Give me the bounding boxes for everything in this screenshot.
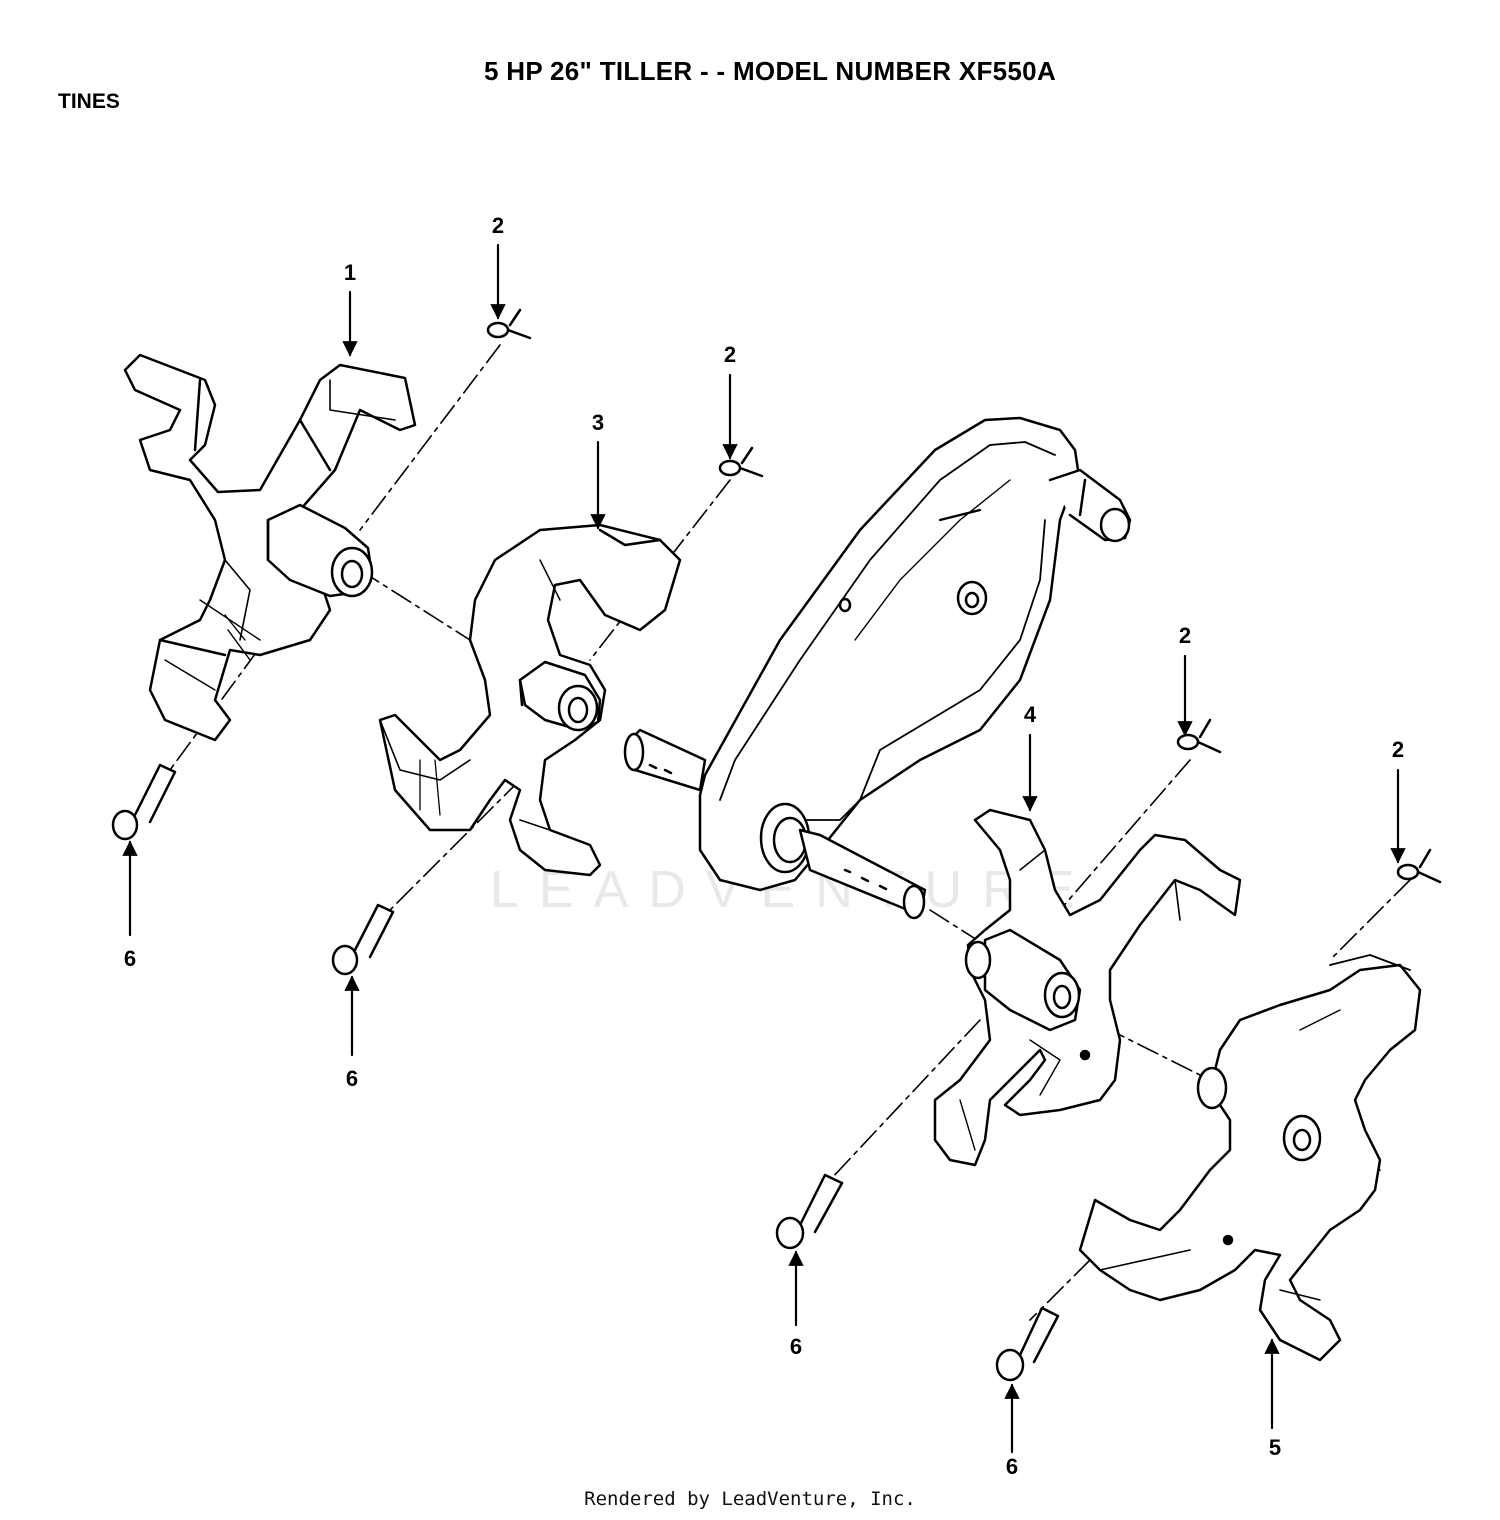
callout-3: 3 — [592, 410, 604, 435]
callout-2-c: 2 — [1179, 623, 1191, 648]
hairpin-clip-4 — [1396, 848, 1442, 884]
callout-6-b: 6 — [346, 1066, 358, 1091]
callout-5: 5 — [1269, 1435, 1281, 1460]
section-label: TINES — [58, 90, 120, 113]
footer-credit: Rendered by LeadVenture, Inc. — [584, 1488, 916, 1510]
page-title: 5 HP 26" TILLER - - MODEL NUMBER XF550A — [483, 56, 1057, 86]
tine-part-5 — [1078, 954, 1422, 1362]
clevis-pin-2 — [331, 903, 395, 976]
callout-4: 4 — [1024, 702, 1037, 727]
callout-2-d: 2 — [1392, 737, 1404, 762]
hairpin-clip-1 — [486, 308, 532, 340]
callout-6-d: 6 — [1006, 1454, 1018, 1479]
clevis-pin-3 — [775, 1173, 844, 1250]
chain-case-housing — [623, 416, 1132, 920]
clevis-pin-1 — [111, 763, 177, 841]
callout-6-c: 6 — [790, 1334, 802, 1359]
tine-part-3 — [378, 523, 682, 877]
callout-2-b: 2 — [724, 342, 736, 367]
hairpin-clip-2 — [718, 446, 764, 478]
tine-part-1 — [123, 353, 417, 742]
callout-2-a: 2 — [492, 213, 504, 238]
clevis-pin-4 — [995, 1306, 1060, 1382]
callout-arrows — [122, 243, 1406, 1454]
callout-6-a: 6 — [124, 946, 136, 971]
tine-part-4 — [933, 808, 1242, 1167]
exploded-parts-diagram: 1 2 2 3 2 4 2 6 6 6 6 5 — [111, 213, 1442, 1479]
callout-1: 1 — [344, 260, 356, 285]
